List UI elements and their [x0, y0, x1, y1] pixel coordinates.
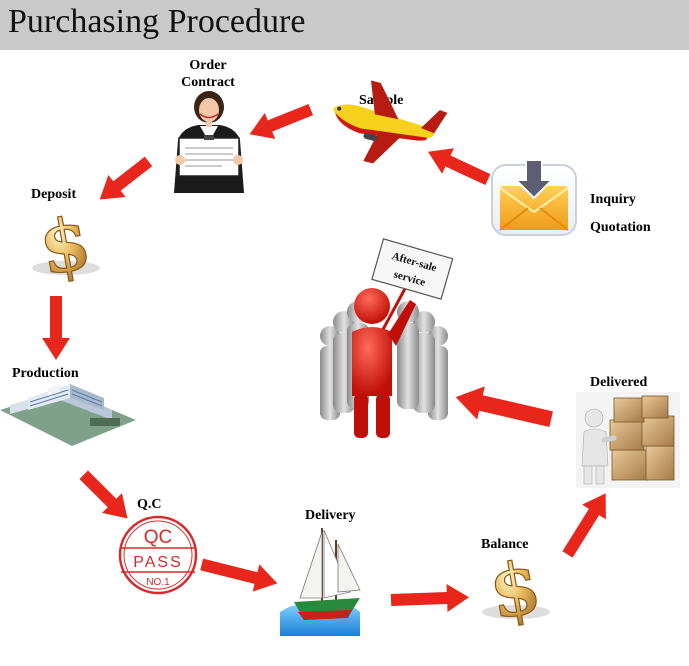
businesswoman-icon [174, 91, 244, 193]
arrow-sample-to-order [249, 103, 314, 139]
deposit-label: Deposit [31, 187, 77, 202]
delivery-label: Delivery [305, 508, 356, 523]
after-sale-crowd-icon: After-sale service [320, 238, 454, 438]
balance-label: Balance [481, 537, 529, 552]
inquiry-label-line: Inquiry [590, 192, 636, 207]
arrow-production-to-qc [79, 470, 128, 519]
svg-text:$: $ [483, 543, 547, 635]
sailboat-icon [280, 528, 361, 636]
stamp-qc-text: QC [144, 527, 173, 548]
arrow-qc-to-delivery [200, 558, 278, 592]
inquiry-quotation-label: Inquiry Quotation [590, 186, 651, 242]
production-label: Production [12, 366, 79, 381]
arrow-delivered-to-after-sale [455, 386, 553, 427]
dollar-sign-icon-deposit: $ [32, 199, 100, 292]
qc-label: Q.C [137, 497, 162, 512]
header-bar: Purchasing Procedure [0, 0, 689, 50]
airplane-icon [333, 80, 448, 164]
stamp-pass-text: PASS [133, 554, 183, 571]
svg-text:$: $ [33, 199, 97, 291]
page-title: Purchasing Procedure [8, 3, 306, 40]
qc-pass-stamp: QC PASS NO.1 [118, 515, 198, 595]
arrow-delivery-to-balance [390, 584, 469, 612]
arrow-inquiry-to-sample [428, 148, 491, 186]
quotation-label-line: Quotation [590, 220, 651, 235]
stamp-no-text: NO.1 [146, 577, 170, 588]
arrow-balance-to-delivered [562, 493, 606, 558]
dollar-sign-icon-balance: $ [482, 543, 550, 636]
order-label-line: Order [189, 58, 227, 73]
contract-label-line: Contract [181, 75, 235, 90]
order-contract-label: Order Contract [176, 57, 240, 91]
arrow-deposit-to-production [42, 296, 70, 360]
after-sale-sign: After-sale service [371, 238, 454, 300]
arrow-order-to-deposit [99, 156, 153, 200]
email-inquiry-icon [491, 159, 577, 236]
delivered-label: Delivered [590, 375, 648, 390]
boxes-delivered-icon [576, 392, 680, 488]
factory-icon [0, 384, 136, 446]
